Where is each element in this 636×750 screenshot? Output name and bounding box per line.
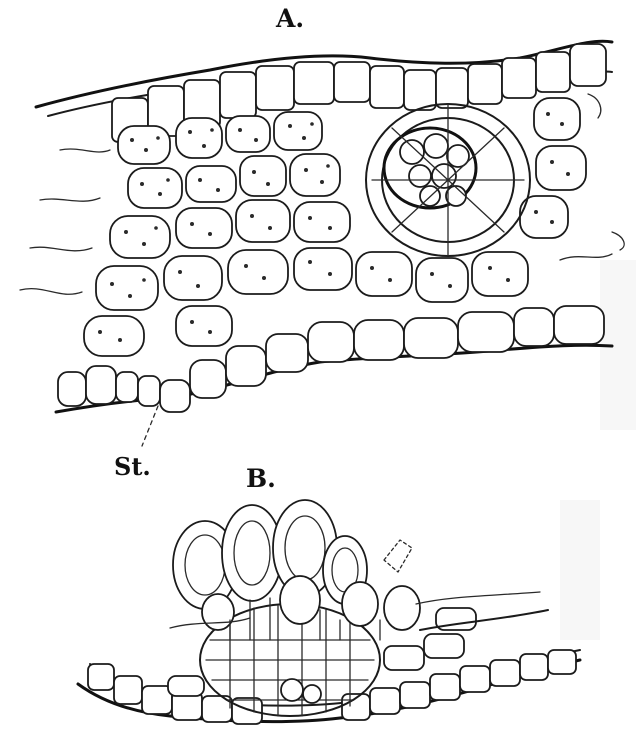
panel-b-label: B. (246, 466, 276, 491)
panel-a-label: A. (276, 6, 304, 31)
panel-b-section (78, 500, 580, 724)
stoma-label: St. (114, 455, 151, 479)
panel-b-epidermis-cells (88, 650, 576, 724)
stoma-pointer (142, 406, 158, 446)
sporangia (173, 500, 420, 640)
vascular-bundle (366, 104, 530, 256)
panel-a-section (20, 41, 624, 446)
